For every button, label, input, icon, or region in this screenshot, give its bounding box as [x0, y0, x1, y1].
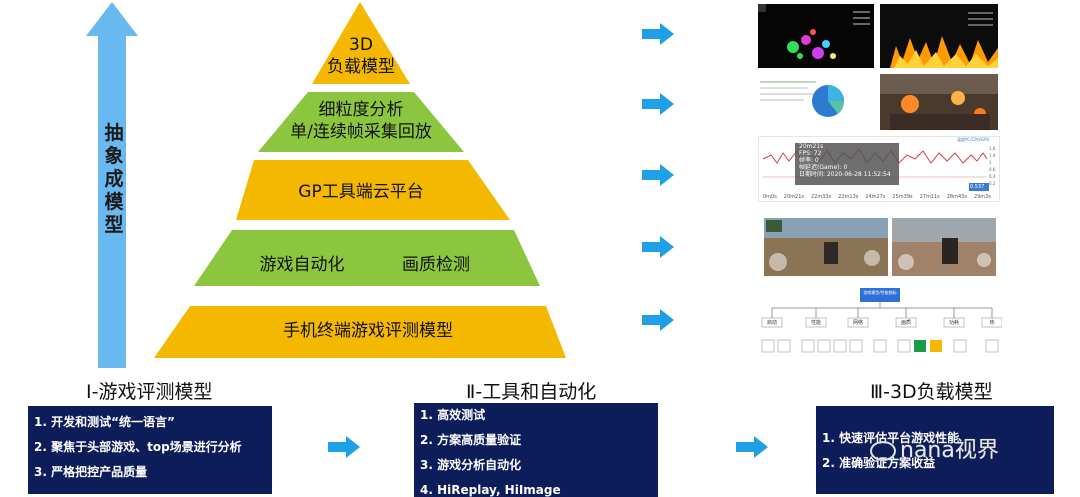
right-arrow-icon — [642, 236, 674, 258]
tree-node-label: 网络 — [852, 320, 863, 326]
fire-scene-thumbnail — [880, 4, 998, 68]
section1-item: 2. 聚焦于头部游戏、top场景进行分析 — [34, 440, 242, 454]
vertical-label-char: 型 — [104, 214, 124, 236]
section1-item: 3. 严格把控产品质量 — [34, 465, 148, 479]
vertical-label: 抽 象 成 模 型 — [102, 122, 126, 237]
right-arrow-icon — [642, 23, 674, 45]
watermark-text: nana视界 — [900, 438, 999, 463]
right-arrow-icon — [642, 93, 674, 115]
battle-scene-thumbnail — [880, 74, 998, 130]
section3-item: 1. 快速评估平台游戏性能 — [822, 431, 960, 445]
section3-box: 1. 快速评估平台游戏性能 2. 准确验证方案收益 — [816, 406, 1054, 494]
pyramid — [154, 2, 566, 358]
tree-node-label: 功耗 — [948, 320, 959, 326]
tree-node-label: 画质 — [900, 320, 911, 326]
section2-title: Ⅱ-工具和自动化 — [466, 381, 597, 403]
tree-root-label: 游戏模型/性能指标 — [863, 290, 897, 295]
right-arrow-icon — [642, 164, 674, 186]
game-screenshot-right — [892, 218, 996, 276]
pyramid-level-4 — [194, 230, 540, 286]
fps-value-badge: 0.537 — [970, 184, 985, 190]
section2-item: 3. 游戏分析自动化 — [420, 458, 522, 472]
level4-left-label: 游戏自动化 — [259, 255, 345, 275]
section2-box: 1. 高效测试 2. 方案高质量验证 3. 游戏分析自动化 4. HiRepla… — [414, 403, 658, 497]
section1-item: 1. 开发和测试“统一语言” — [34, 415, 175, 429]
wechat-icon — [870, 441, 896, 461]
level1-label: 3D 负载模型 — [327, 35, 395, 77]
tree-node-label: 性能 — [810, 320, 821, 326]
watermark: nana视界 — [870, 432, 999, 464]
vertical-label-char: 抽 — [104, 122, 124, 144]
pyramid-level-1 — [312, 2, 410, 84]
vertical-label-char: 模 — [104, 191, 124, 213]
section3-title: Ⅲ-3D负载模型 — [870, 381, 993, 403]
right-arrow-icon — [642, 309, 674, 331]
vertical-label-char: 成 — [104, 168, 124, 190]
right-arrow-icon — [736, 436, 768, 458]
right-arrow-icon — [328, 436, 360, 458]
level3-label: GP工具端云平台 — [298, 182, 424, 202]
section3-item: 2. 准确验证方案收益 — [822, 456, 936, 470]
pyramid-level-2 — [258, 92, 464, 152]
fps-tooltip: 20m21s FPS: 72 帧率: 0 帧延迟(Game): 0 日期时间: … — [799, 143, 891, 178]
vertical-label-char: 象 — [104, 145, 124, 167]
level4-right-label: 画质检测 — [402, 255, 470, 275]
game-screenshot-left — [764, 218, 888, 276]
level2-label: 细粒度分析 单/连续帧采集回放 — [290, 100, 432, 142]
metric-tree-thumbnail: 游戏模型/性能指标 启动 性能 网络 画质 功耗 热 — [758, 286, 1002, 358]
fps-x-ticks: 0m0s 20m21s 22m33s 22m13s 24m27s 25m39s … — [763, 194, 991, 200]
section1-title: Ⅰ-游戏评测模型 — [86, 381, 213, 403]
section2-item: 1. 高效测试 — [420, 408, 486, 422]
pie-chart-thumbnail — [758, 74, 874, 130]
section2-item: 2. 方案高质量验证 — [420, 433, 522, 447]
fps-line-chart-thumbnail: 20m21s FPS: 72 帧率: 0 帧延迟(Game): 0 日期时间: … — [758, 136, 1000, 202]
up-arrow — [86, 2, 138, 368]
tree-node-label: 热 — [989, 320, 995, 326]
particle-scene-thumbnail — [758, 4, 874, 68]
fps-y-ticks: 1.8 1.4 1 0.6 0.4 0.2 — [989, 146, 996, 186]
pyramid-level-5 — [154, 306, 566, 358]
section1-box: 1. 开发和测试“统一语言” 2. 聚焦于头部游戏、top场景进行分析 3. 严… — [28, 406, 272, 494]
level5-label: 手机终端游戏评测模型 — [283, 321, 453, 341]
fps-legend: 温度PC/CPU/GPU — [957, 137, 990, 142]
tree-node-label: 启动 — [766, 320, 777, 326]
pyramid-level-3 — [236, 160, 510, 220]
section2-item: 4. HiReplay, HiImage — [420, 483, 561, 497]
